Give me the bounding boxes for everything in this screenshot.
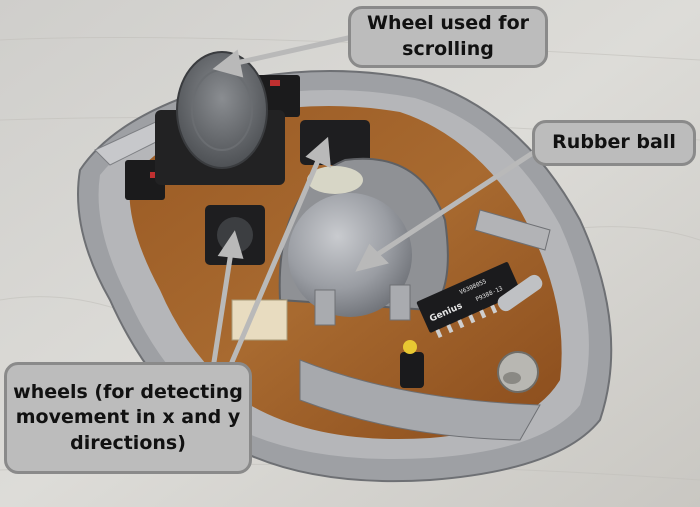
crystal [497,274,543,312]
detector-wheels-label-line3: directions) [70,431,186,454]
scroll-wheel-callout: Wheel used for scrolling [348,6,548,68]
capacitor [400,352,424,388]
cable-connector [231,299,288,341]
annotation-arrows [211,35,548,365]
rubber-ball-callout: Rubber ball [532,120,696,166]
detector-wheels-callout: wheels (for detecting movement in x and … [4,362,252,474]
yellow-cap [403,340,417,354]
detector-wheels-label-line2: movement in x and y [15,406,241,429]
detector-wheels-label-line1: wheels (for detecting [13,380,243,403]
front-rib [299,359,541,441]
sensor-hole [497,351,539,393]
scroll-wheel-label-line1: Wheel used for [366,12,529,35]
rubber-ball [288,193,412,317]
ball-window [307,166,363,194]
scroll-wheel [176,51,268,169]
scroll-wheel-label-line2: scrolling [402,38,494,60]
rubber-ball-label: Rubber ball [552,131,676,154]
